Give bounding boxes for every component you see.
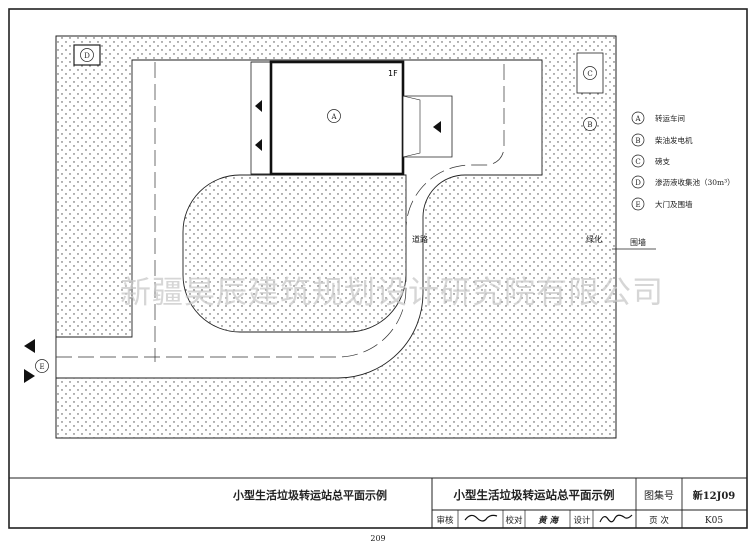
page-code: K05 — [705, 516, 723, 526]
gate-arrow-icon-2 — [24, 369, 35, 383]
legend-a-key: A — [634, 115, 641, 123]
title-block-title: 小型生活垃圾转运站总平面示例 — [453, 488, 615, 502]
platform-hatch — [251, 61, 271, 175]
title-block-frame — [431, 477, 748, 529]
road-centerline — [56, 62, 505, 362]
marker-d-circle — [80, 48, 94, 62]
legend-d-text: 渗沥液收集池（30m³） — [655, 177, 735, 187]
floor-tag: 1F — [388, 69, 398, 78]
legend-e-text: 大门及围墙 — [655, 199, 693, 209]
page-number: 209 — [370, 534, 385, 543]
marker-a-circle — [327, 109, 341, 123]
ramp-arrow-icon — [433, 121, 441, 133]
green-label: 绿化 — [586, 234, 602, 244]
legend-c-text: 磅支 — [655, 156, 670, 166]
legend-c-key: C — [635, 158, 640, 166]
drawing-caption: 小型生活垃圾转运站总平面示例 — [232, 488, 387, 502]
wall-label: 围墙 — [630, 237, 646, 247]
marker-c-circle — [583, 66, 597, 80]
sheet-border — [8, 8, 748, 529]
entry-arrow-icon-1 — [255, 100, 262, 112]
ramp-lines — [402, 95, 421, 158]
legend-a-text: 转运车间 — [655, 113, 685, 123]
marker-b-circle — [583, 117, 597, 131]
legend-d-circle — [631, 175, 645, 189]
legend-e-circle — [631, 197, 645, 211]
marker-c-label: C — [587, 70, 592, 78]
review-label: 审核 — [436, 515, 454, 526]
reviewer-signature — [464, 514, 498, 522]
gate-arrow-icon-1 — [24, 339, 35, 353]
designer-signature — [599, 514, 633, 523]
marker-b-label: B — [587, 121, 592, 129]
checker-name: 黄 海 — [538, 515, 559, 526]
unloading-platform — [250, 61, 272, 175]
marker-e-label: E — [39, 363, 44, 371]
page-label: 页 次 — [649, 515, 669, 526]
legend-b-text: 柴油发电机 — [655, 135, 693, 145]
legend-a-circle — [631, 111, 645, 125]
legend-b-key: B — [635, 137, 640, 145]
atlas-no-label: 图集号 — [644, 489, 674, 502]
marker-d-label: D — [84, 52, 90, 60]
marker-e-circle — [35, 359, 49, 373]
title-block: 小型生活垃圾转运站总平面示例 小型生活垃圾转运站总平面示例 图集号 新12J09… — [9, 477, 748, 529]
marker-a-label: A — [330, 113, 337, 121]
legend-d-key: D — [635, 179, 641, 187]
legend: A 转运车间 B 柴油发电机 C 磅支 D 渗沥液收集池（30m³） E 大门及… — [631, 111, 735, 211]
check-label: 校对 — [505, 515, 523, 526]
road-label: 道路 — [412, 234, 428, 244]
legend-e-key: E — [635, 201, 640, 209]
watermark-text: 新疆昊辰建筑规划设计研究院有限公司 — [120, 275, 664, 311]
legend-b-circle — [631, 133, 645, 147]
entry-arrow-icon-2 — [255, 139, 262, 151]
green-island — [182, 174, 407, 333]
atlas-no-value: 新12J09 — [693, 489, 736, 502]
design-label: 设计 — [573, 515, 591, 526]
building-ramp — [402, 95, 453, 158]
legend-c-circle — [631, 154, 645, 168]
